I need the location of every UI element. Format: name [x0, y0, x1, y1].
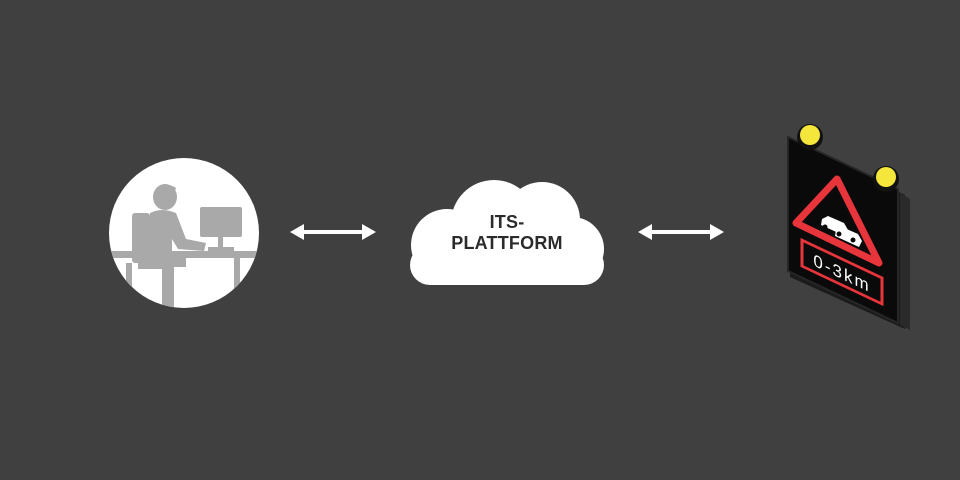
cloud-icon [410, 180, 604, 285]
queue-warning-triangle-icon [792, 175, 883, 267]
cloud-label-line2: PLATTFORM [451, 233, 563, 253]
flashing-lamp-icon [797, 124, 899, 192]
double-headed-arrow-icon [290, 224, 376, 240]
double-headed-arrow-icon [638, 224, 724, 240]
variable-message-sign-icon: 0-3km [787, 124, 910, 330]
operator-at-desk-icon [109, 158, 259, 308]
cloud-label-line1: ITS- [489, 212, 525, 232]
cloud-label: ITS- PLATTFORM [402, 212, 612, 254]
